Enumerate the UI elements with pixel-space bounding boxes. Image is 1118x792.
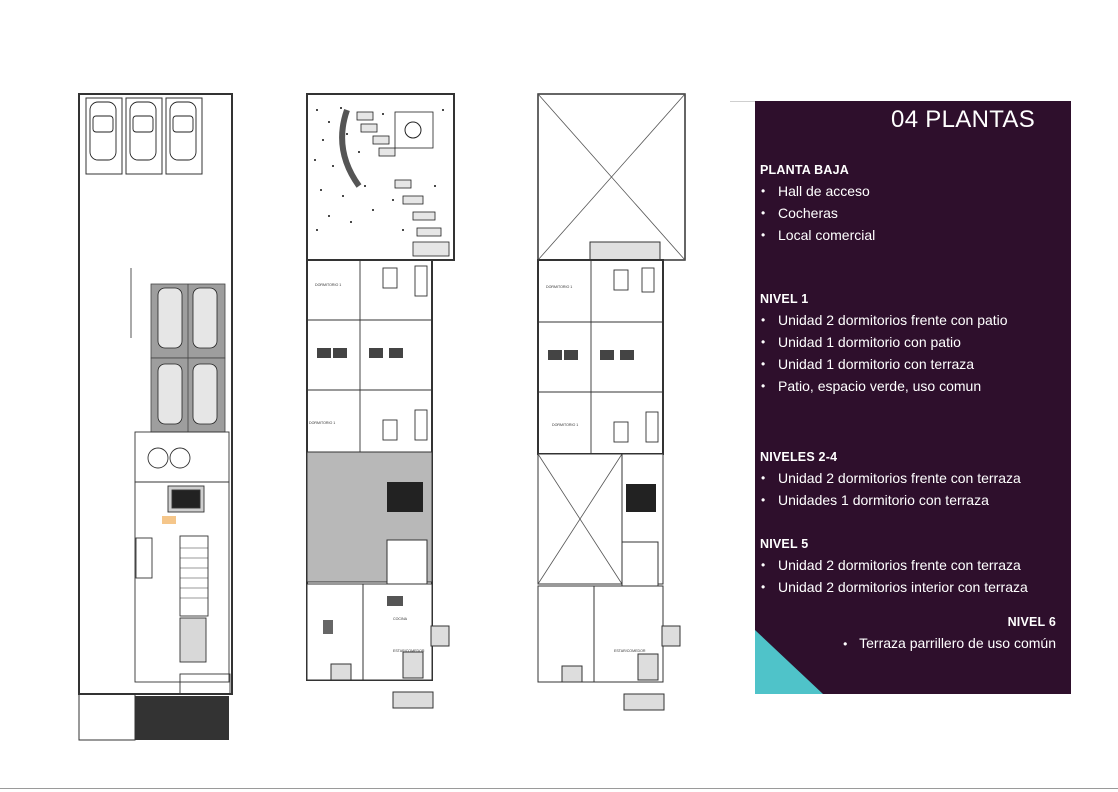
living-label: ESTAR/COMEDOR — [614, 649, 646, 653]
bedroom-front-label: DORMITORIO 1 — [315, 283, 341, 287]
list-item: Unidad 2 dormitorios frente con patio — [760, 309, 1065, 331]
list-item: Unidad 2 dormitorios interior con terraz… — [760, 576, 1065, 598]
list-item-text: Terraza parrillero de uso común — [859, 635, 1056, 651]
bedroom-front-label: DORMITORIO 1 — [546, 285, 572, 289]
typical-floor-plan: DORMITORIO 1 DORMITORIO 1 ESTAR/COMEDOR — [537, 93, 686, 711]
bedroom-rear-label: DORMITORIO 1 — [309, 421, 335, 425]
list-item: Cocheras — [760, 202, 1065, 224]
list-item: Unidad 2 dormitorios frente con terraza — [760, 554, 1065, 576]
living-label: ESTAR/COMEDOR — [393, 649, 425, 653]
list-item: •Terraza parrillero de uso común — [843, 635, 1056, 651]
section-heading: NIVEL 5 — [760, 537, 809, 551]
ground-floor-plan — [78, 93, 233, 741]
list-item: Patio, espacio verde, uso comun — [760, 375, 1065, 397]
section-heading: NIVEL 6 — [1007, 615, 1056, 629]
kitchen-label: COCINA — [393, 617, 408, 621]
list-item: Unidad 2 dormitorios frente con terraza — [760, 467, 1065, 489]
section-nivel-6: NIVEL 6 •Terraza parrillero de uso común — [755, 615, 1056, 655]
page-bottom-rule — [0, 788, 1118, 789]
panel-top-line — [730, 101, 756, 102]
panel-title: 04 PLANTAS — [891, 106, 1035, 133]
car-icon — [89, 101, 197, 161]
section-heading: NIVELES 2-4 — [760, 450, 838, 464]
bedroom-rear-label: DORMITORIO 1 — [552, 423, 578, 427]
section-nivel-5: NIVEL 5 Unidad 2 dormitorios frente con … — [760, 537, 1065, 598]
floors-info-panel: 04 PLANTAS PLANTA BAJA Hall de acceso Co… — [755, 101, 1071, 694]
list-item: Hall de acceso — [760, 180, 1065, 202]
list-item: Local comercial — [760, 224, 1065, 246]
section-heading: NIVEL 1 — [760, 292, 809, 306]
list-item: Unidad 1 dormitorio con terraza — [760, 353, 1065, 375]
list-item: Unidades 1 dormitorio con terraza — [760, 489, 1065, 511]
accent-triangle — [755, 630, 823, 694]
list-item: Unidad 1 dormitorio con patio — [760, 331, 1065, 353]
section-nivel-1: NIVEL 1 Unidad 2 dormitorios frente con … — [760, 292, 1065, 397]
level1-floor-plan: DORMITORIO 1 DORMITORIO 1 COCINA ESTAR/C… — [306, 93, 455, 709]
section-heading: PLANTA BAJA — [760, 163, 850, 177]
section-planta-baja: PLANTA BAJA Hall de acceso Cocheras Loca… — [760, 163, 1065, 246]
section-niveles-2-4: NIVELES 2-4 Unidad 2 dormitorios frente … — [760, 450, 1065, 511]
